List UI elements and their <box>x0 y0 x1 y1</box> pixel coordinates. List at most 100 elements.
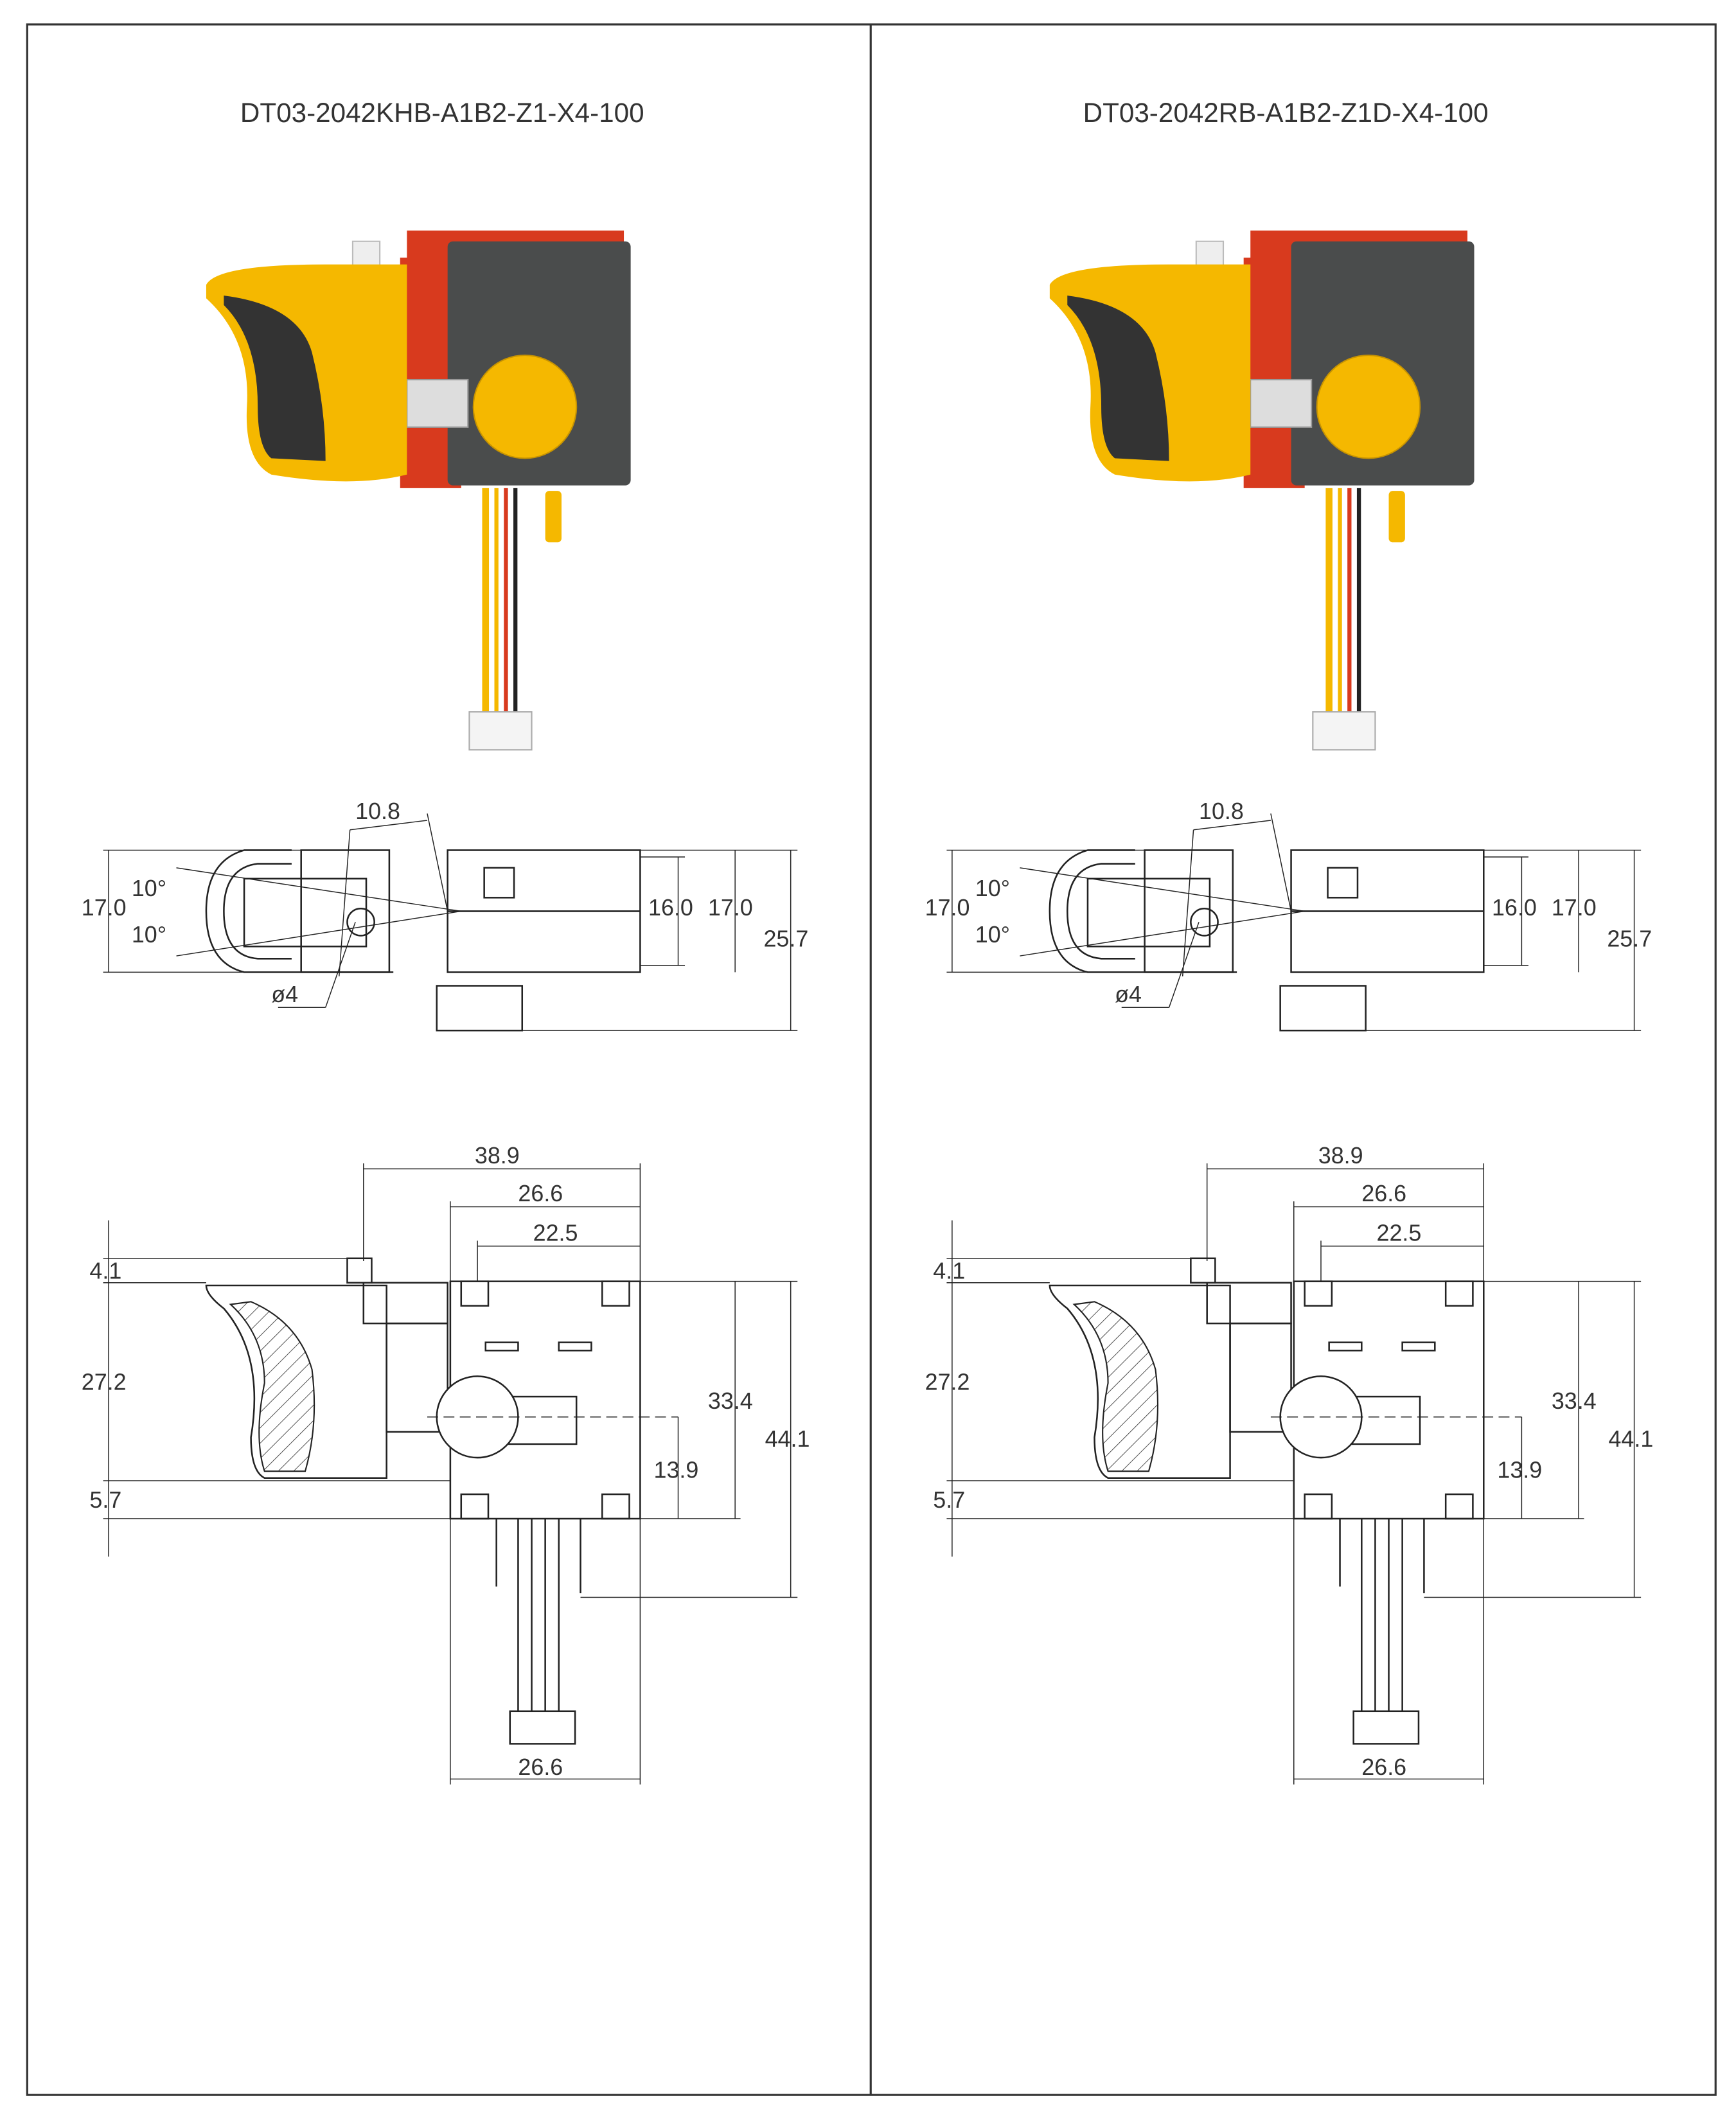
product-render <box>206 230 631 751</box>
trigger-inner <box>1067 863 1135 960</box>
dim-overall-width: 38.9 <box>475 1143 520 1169</box>
dim-body-width: 26.6 <box>1361 1181 1406 1206</box>
connector <box>1312 711 1376 751</box>
pivot-hole <box>346 907 375 937</box>
trigger-plunger <box>1086 878 1211 948</box>
dim-angle-up: 10° <box>132 876 166 901</box>
side-view: 17.0 10° 10° 10.8 ø4 16.0 17.0 25.7 <box>82 799 808 1032</box>
dim-bottom-offset: 5.7 <box>89 1487 121 1513</box>
dim-body-height: 16.0 <box>648 895 693 921</box>
corner-tab <box>1444 1280 1474 1307</box>
trigger-shaft <box>1250 378 1313 428</box>
window <box>1327 867 1359 899</box>
dim-body-height: 33.4 <box>708 1388 753 1414</box>
dim-knob-offset: 13.9 <box>654 1458 699 1483</box>
trigger-front-outline <box>1049 1284 1231 1479</box>
dim-inner-width: 22.5 <box>1377 1220 1422 1246</box>
front-view: 38.9 26.6 22.5 4.1 27.2 5.7 33.4 44.1 13… <box>925 1143 1653 1785</box>
angle-line <box>1020 867 1305 912</box>
dim-angle-down: 10° <box>132 922 166 948</box>
dim-height-left: 17.0 <box>82 895 127 921</box>
pivot-hole <box>1190 907 1219 937</box>
product-title: DT03-2042KHB-A1B2-Z1-X4-100 <box>240 98 644 128</box>
dim-knob-offset: 13.9 <box>1497 1458 1542 1483</box>
side-view: 17.0 10° 10° 10.8 ø4 16.0 17.0 25.7 <box>925 799 1652 1032</box>
trigger-section-hatch <box>1072 1301 1159 1472</box>
knob-outline <box>1279 985 1367 1032</box>
trigger-front-outline <box>205 1284 387 1479</box>
dim-body-height: 16.0 <box>1492 895 1537 921</box>
trigger-section-hatch <box>229 1301 315 1472</box>
connector-front <box>509 1710 576 1745</box>
dim-inner-width: 22.5 <box>533 1220 578 1246</box>
speed-knob <box>1316 354 1421 459</box>
lock-pin-front <box>346 1257 373 1284</box>
terminal-tab <box>545 491 562 543</box>
panel-left: DT03-2042KHB-A1B2-Z1-X4-100 <box>82 98 810 1785</box>
dim-angle-down: 10° <box>975 922 1010 948</box>
terminal-tab <box>1388 491 1405 543</box>
linkage <box>300 849 391 973</box>
wire-bundle <box>1361 1519 1403 1711</box>
angle-line <box>1020 910 1305 957</box>
product-title: DT03-2042RB-A1B2-Z1D-X4-100 <box>1083 98 1489 128</box>
angle-line <box>176 867 461 912</box>
corner-tab <box>1304 1493 1333 1520</box>
connector-front <box>1352 1710 1420 1745</box>
dim-total-height: 25.7 <box>1607 926 1652 951</box>
dim-body-outer-height: 17.0 <box>708 895 753 921</box>
dim-pivot-diameter: ø4 <box>1115 982 1142 1007</box>
ext-line <box>1270 813 1292 912</box>
window <box>483 867 515 899</box>
front-view: 38.9 26.6 22.5 4.1 27.2 5.7 33.4 44.1 13… <box>82 1143 810 1785</box>
shaft-front <box>1229 1322 1292 1433</box>
ext-line <box>1182 829 1194 976</box>
wire-bundle <box>517 1519 560 1711</box>
speed-knob <box>472 354 578 459</box>
shaft-front <box>385 1322 448 1433</box>
knob-outline <box>436 985 524 1032</box>
dim-height-left: 17.0 <box>925 895 970 921</box>
slot <box>484 1341 519 1352</box>
trigger-grip <box>1067 296 1169 461</box>
ext-line <box>427 813 448 912</box>
dim-trigger-height: 27.2 <box>925 1370 970 1395</box>
dim-line <box>350 820 428 831</box>
ext-line <box>339 829 351 976</box>
dim-total-height: 25.7 <box>763 926 808 951</box>
product-render <box>1049 230 1475 751</box>
lock-pin-front <box>1190 1257 1216 1284</box>
dim-total-height: 44.1 <box>1608 1426 1653 1452</box>
dim-bottom-offset: 5.7 <box>933 1487 965 1513</box>
trigger-outline <box>1049 849 1237 973</box>
dim-base-width: 26.6 <box>518 1754 563 1780</box>
dim-trigger-height: 27.2 <box>82 1370 127 1395</box>
angle-line <box>176 910 461 957</box>
panel-right: DT03-2042RB-A1B2-Z1D-X4-100 <box>925 98 1653 1785</box>
corner-tab <box>1444 1493 1474 1520</box>
dim-pitch: 10.8 <box>1199 799 1244 824</box>
corner-tab <box>601 1280 630 1307</box>
linkage <box>1144 849 1234 973</box>
slot <box>1401 1341 1436 1352</box>
trigger-outline <box>205 849 394 973</box>
connector <box>468 711 533 751</box>
dim-overall-width: 38.9 <box>1318 1143 1363 1169</box>
dim-body-outer-height: 17.0 <box>1552 895 1597 921</box>
dim-pivot-diameter: ø4 <box>271 982 298 1007</box>
dim-top-offset: 4.1 <box>89 1258 121 1284</box>
leader <box>1168 922 1200 1008</box>
dim-top-offset: 4.1 <box>933 1258 965 1284</box>
trigger-inner <box>223 863 292 960</box>
dim-total-height: 44.1 <box>765 1426 810 1452</box>
corner-tab <box>1304 1280 1333 1307</box>
dim-angle-up: 10° <box>975 876 1010 901</box>
dim-base-width: 26.6 <box>1361 1754 1406 1780</box>
corner-tab <box>601 1493 630 1520</box>
leader <box>325 922 356 1008</box>
trigger-shaft <box>406 378 469 428</box>
slot <box>1328 1341 1363 1352</box>
corner-tab <box>460 1280 490 1307</box>
trigger-plunger <box>243 878 368 948</box>
